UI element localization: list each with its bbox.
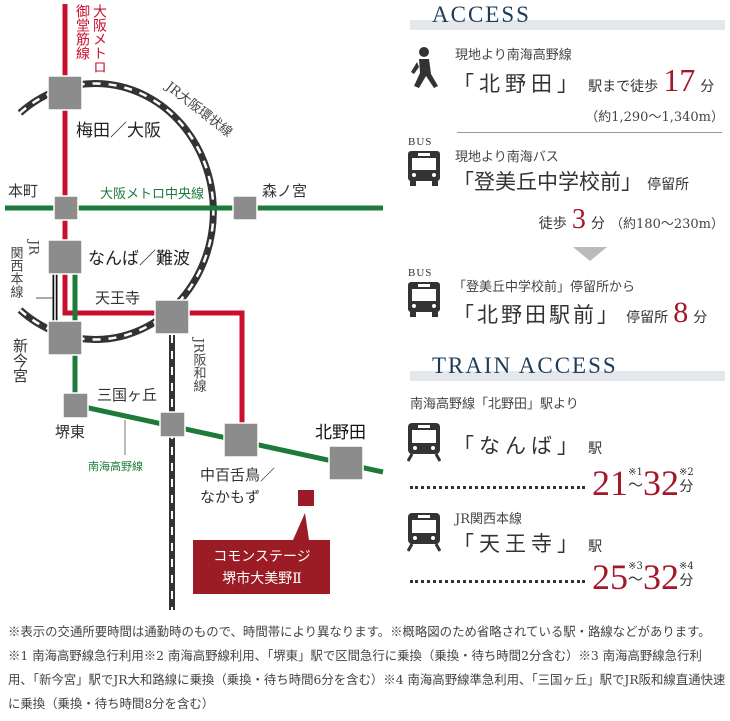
label-sakaihigashi: 堺東 xyxy=(55,423,85,441)
label-umeda: 梅田／大阪 xyxy=(76,121,161,141)
station-mikunigaoka xyxy=(159,411,186,438)
route-2-from: 25 xyxy=(592,557,628,597)
walk-minutes: 17 xyxy=(663,62,696,98)
label-morinomiya: 森ノ宮 xyxy=(262,182,307,200)
train-icon xyxy=(407,423,441,462)
label-nakamozu-1: 中百舌鳥／ xyxy=(200,466,275,484)
property-name-1: コモンステージ xyxy=(213,549,310,565)
route-1-station-row: 「なんば」 駅 xyxy=(453,430,602,460)
route-1-note-to: ※2 xyxy=(679,467,694,478)
bus-icon xyxy=(408,151,440,186)
route-2-line: JR関西本線 xyxy=(455,512,522,527)
route-2-station-row: 「天王寺」 駅 xyxy=(453,528,602,558)
route-1-tilde: 〜 xyxy=(628,476,644,494)
train-sub: 南海高野線「北野田」駅より xyxy=(410,397,579,412)
route-2-note-to: ※4 xyxy=(679,561,694,572)
train-title-bar xyxy=(410,371,725,381)
bus1-minutes: 3 xyxy=(571,204,586,235)
route-1-to: 32 xyxy=(643,463,680,503)
walk-unit: 分 xyxy=(700,79,715,95)
label-tennoji: 天王寺 xyxy=(95,289,140,307)
bus2-stop-suffix: 停留所 xyxy=(626,310,669,326)
hanwa-label: JR阪和線 xyxy=(191,336,207,392)
bus1-walk-row: 徒歩 3 分 （約180〜230m） xyxy=(539,204,724,236)
bus1-sub: 現地より南海バス xyxy=(455,150,559,165)
bus1-stop-suffix: 停留所 xyxy=(647,177,690,193)
route-1-from: 21 xyxy=(592,463,628,503)
bus1-unit: 分 xyxy=(590,216,605,232)
property-callout xyxy=(193,513,330,594)
jr-loop-line xyxy=(17,80,217,343)
bus2-minutes: 8 xyxy=(673,296,689,329)
dotted-leader xyxy=(410,486,585,489)
bus1-distance: （約180〜230m） xyxy=(610,217,724,232)
walk-text: 駅まで徒歩 xyxy=(588,79,659,95)
route-2-suffix: 駅 xyxy=(588,539,603,555)
route-1-unit: 分 xyxy=(679,479,694,495)
kansai-label: JR xyxy=(26,238,41,256)
route-2-to: 32 xyxy=(643,557,680,597)
walk-station: 「北野田」 xyxy=(453,72,583,96)
bus-badge: BUS xyxy=(408,136,433,148)
route-map: JR大阪環状線 大阪メトロ中央線 JR 関西本線 JR阪和線 南海高野線 梅田／… xyxy=(5,4,384,610)
loop-label: JR大阪環状線 xyxy=(161,77,235,140)
divider xyxy=(457,132,722,133)
kansai-label-2: 関西本線 xyxy=(8,246,24,298)
midosuji-line xyxy=(62,4,245,440)
property-marker xyxy=(298,490,314,506)
station-shinimamiya xyxy=(47,320,83,356)
station-sakaihigashi xyxy=(62,392,89,419)
station-namba xyxy=(47,239,83,275)
bus-icon xyxy=(408,282,440,317)
station-kitanoda xyxy=(328,445,364,481)
station-honmachi xyxy=(53,195,79,221)
route-2-tilde: 〜 xyxy=(628,570,644,588)
walk-distance: （約1,290〜1,340m） xyxy=(585,110,724,125)
route-2-note-from: ※3 xyxy=(628,561,643,572)
route-1-station: 「なんば」 xyxy=(453,434,583,458)
bus1-stop: 「登美丘中学校前」 xyxy=(453,170,642,194)
station-morinomiya xyxy=(232,195,258,221)
bus1-row: 「登美丘中学校前」 停留所 xyxy=(453,166,689,196)
bus2-unit: 分 xyxy=(693,310,708,326)
bus-badge-2: BUS xyxy=(408,267,433,279)
label-mikunigaoka: 三国ヶ丘 xyxy=(97,386,157,404)
route-2-station: 「天王寺」 xyxy=(453,532,583,556)
walk-sub: 現地より南海高野線 xyxy=(455,48,572,63)
jr-kansai-line xyxy=(36,273,58,325)
station-umeda xyxy=(47,75,83,111)
access-title-bar xyxy=(410,20,725,30)
chuo-label: 大阪メトロ中央線 xyxy=(100,186,204,202)
dotted-leader xyxy=(410,580,585,583)
label-namba: なんば／難波 xyxy=(88,249,190,269)
route-1-note-from: ※1 xyxy=(628,467,643,478)
route-2-unit: 分 xyxy=(679,573,694,589)
label-kitanoda: 北野田 xyxy=(315,423,366,443)
bus1-walk: 徒歩 xyxy=(538,216,567,232)
walk-row: 「北野田」 駅まで徒歩 17 分 xyxy=(453,62,714,99)
route-1-suffix: 駅 xyxy=(588,441,603,457)
koya-label: 南海高野線 xyxy=(88,459,143,473)
bus2-row: 「北野田駅前」 停留所 8 分 xyxy=(453,296,707,330)
walking-person-icon xyxy=(411,47,438,88)
station-nakamozu xyxy=(223,422,259,458)
footnotes: ※表示の交通所要時間は通勤時のもので、時間帯により異なります。※概略図のため省略… xyxy=(8,624,726,711)
label-nakamozu-2: なかもず xyxy=(200,488,260,506)
access-title: ACCESS xyxy=(432,2,531,27)
train-icon xyxy=(407,513,441,552)
bus2-sub: 「登美丘中学校前」停留所から xyxy=(453,280,636,295)
arrow-down-icon xyxy=(573,247,607,261)
label-honmachi: 本町 xyxy=(8,182,38,200)
station-tennoji xyxy=(154,299,190,335)
property-name-2: 堺市大美野Ⅱ xyxy=(222,570,302,587)
bus2-stop: 「北野田駅前」 xyxy=(453,303,621,327)
midosuji-label: 大阪メトロ御堂筋線 xyxy=(74,4,107,74)
train-title: TRAIN ACCESS xyxy=(432,353,618,378)
label-shinimamiya: 新今宮 xyxy=(11,338,29,383)
